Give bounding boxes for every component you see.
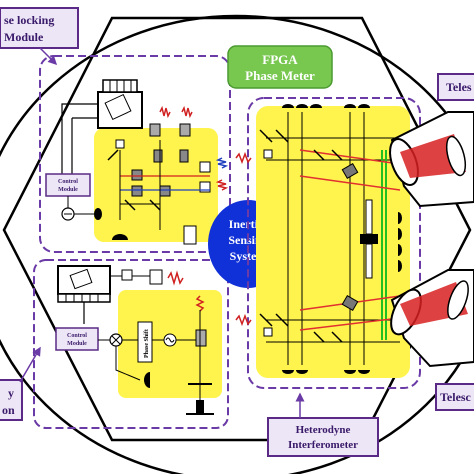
wire-top-left <box>59 103 98 192</box>
bottom-left-dashed-box <box>33 259 229 429</box>
heterodyne-label-1: Heterodyne <box>296 424 351 436</box>
telescope-top-label-box <box>437 73 474 101</box>
heterodyne-dashed-box <box>247 97 421 389</box>
phase-locking-yellow-area <box>94 128 218 242</box>
photodiodes-bottom <box>282 370 370 374</box>
photodiodes-top <box>282 104 370 108</box>
telescope-bottom-label: Telesc <box>440 390 472 404</box>
phase-locking-label-1: se locking <box>4 13 54 27</box>
laser-fins-top <box>102 79 138 93</box>
phase-meter-label: Phase Meter <box>245 68 315 83</box>
test-mass <box>360 234 378 244</box>
telescope-top-label: Teles <box>446 80 472 94</box>
phase-locking-label-box <box>0 7 79 49</box>
telescope-bottom <box>390 269 474 368</box>
phase-shift-box <box>137 321 153 363</box>
left-bottom-label-1: y <box>8 386 14 400</box>
phase-locking-dashed-box <box>39 55 231 253</box>
phase-shift-label: Phase Shift <box>144 329 150 358</box>
control-module-bottom-label-1: Control <box>67 333 87 339</box>
telescope-top <box>389 111 474 208</box>
control-module-bottom-label-2: Module <box>67 341 87 347</box>
photodiodes-right <box>398 212 402 272</box>
control-module-top-label-1: Control <box>58 179 78 185</box>
left-bottom-label-2: on <box>2 403 15 417</box>
phase-locking-label-2: Module <box>4 30 44 44</box>
heterodyne-label-box <box>267 417 379 457</box>
spacecraft-outline <box>0 14 474 474</box>
control-module-bottom <box>55 327 99 351</box>
left-bottom-label-box <box>0 379 23 421</box>
heterodyne-yellow-area <box>256 106 410 378</box>
fpga-label: FPGA <box>262 52 298 67</box>
telescope-bottom-label-box <box>435 383 474 411</box>
fpga-box <box>227 45 333 89</box>
control-module-top-label-2: Module <box>58 187 78 193</box>
heterodyne-label-2: Interferometer <box>288 439 358 451</box>
